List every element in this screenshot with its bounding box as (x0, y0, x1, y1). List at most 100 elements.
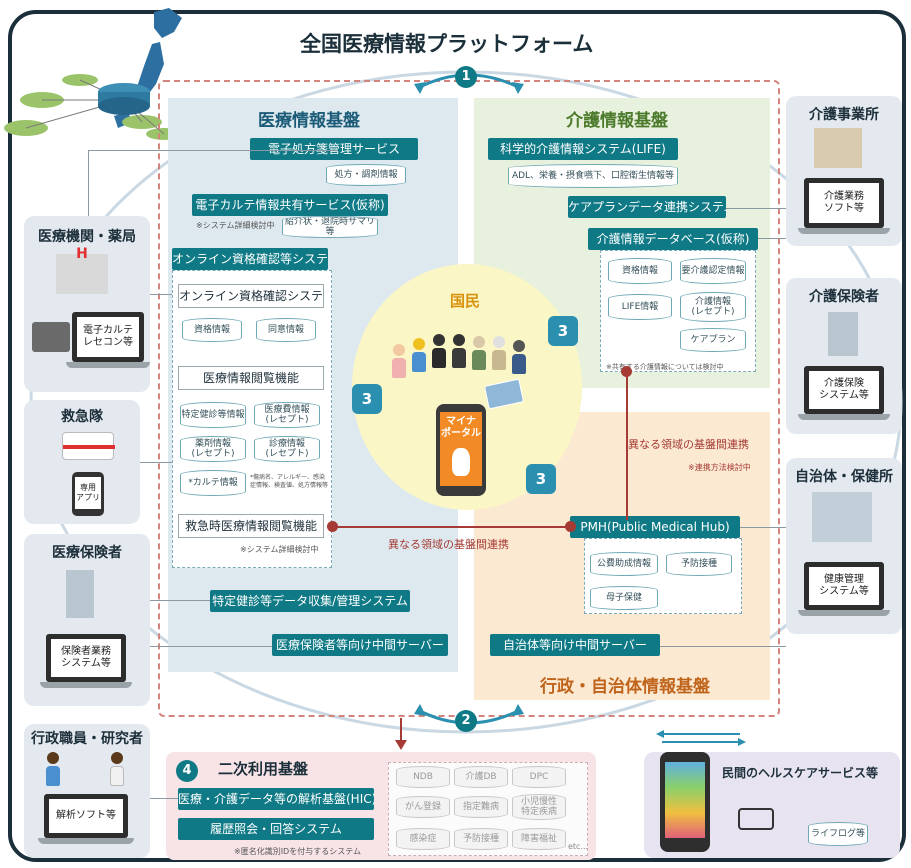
pmh-bar: PMH(Public Medical Hub) (570, 516, 740, 538)
drug-info-db: 薬剤情報 (レセプト) (180, 436, 246, 462)
cross-link-label: 異なる領域の基盤間連携 (388, 538, 509, 551)
connector-local-server (660, 646, 786, 647)
local-gov-title: 自治体・保健所 (795, 469, 893, 485)
admin-link-label: 異なる領域の基盤間連携 (628, 438, 749, 451)
admin-panel-title: 行政・自治体情報基盤 (540, 677, 710, 697)
emergency-note: ※システム詳細検討中 (240, 545, 319, 554)
local-gov-laptop: 健康管理 システム等 (804, 562, 884, 610)
laptop-base (798, 228, 890, 234)
care-insurer-screen-label: 介護保険 システム等 (809, 371, 879, 409)
analysis-screen-label: 解析ソフト等 (49, 799, 123, 833)
private-link-arrows (656, 730, 746, 746)
researcher-person-icon (110, 752, 124, 786)
intractable-disease-db: 指定難病 (454, 796, 508, 818)
disability-welfare-db: 障害福祉 (512, 828, 566, 850)
private-service-title: 民間のヘルスケアサービス等 (722, 766, 879, 780)
care-receipt-db: 介護情報 (レセプト) (680, 292, 746, 322)
research-title: 行政職員・研究者 (31, 731, 143, 747)
vaccination-db: 予防接種 (666, 552, 732, 576)
hospital-title: 医療機関・薬局 (38, 229, 136, 245)
step-4-badge: 4 (176, 760, 198, 782)
cross-link-dot-left (327, 521, 338, 532)
care-office-building-icon (814, 128, 862, 168)
checkup-collection-bar: 特定健診等データ収集/管理システム (210, 590, 410, 612)
care-office-screen-label: 介護業務 ソフト等 (809, 183, 879, 223)
hic-bar: 医療・介護データ等の解析基盤(HIC) (178, 788, 374, 810)
dedicated-app-label: 専用 アプリ (75, 477, 101, 509)
connector-care-db (758, 238, 786, 239)
person-icon (452, 334, 466, 368)
life-db: ADL、栄養・摂食嚥下、口腔衛生情報等 (508, 164, 678, 188)
care-office-laptop: 介護業務 ソフト等 (804, 178, 884, 228)
person-icon (512, 340, 526, 374)
qualification-info-db: 資格情報 (182, 318, 242, 342)
care-insurer-title: 介護保険者 (809, 289, 879, 305)
laptop-base (66, 362, 150, 368)
platform-frame (8, 10, 906, 862)
wearable-icon (738, 808, 774, 830)
prescription-db: 処方・調剤情報 (326, 164, 406, 186)
connector-care-office (726, 208, 786, 209)
medical-cost-db: 医療費情報 (レセプト) (254, 402, 320, 428)
checkup-info-db: 特定健診等情報 (180, 402, 246, 428)
online-qualification-system: オンライン資格確認システム (178, 284, 324, 308)
care-db: 介護DB (454, 766, 508, 788)
public-subsidy-db: 公費助成情報 (590, 552, 658, 576)
history-bar: 履歴照会・回答システム (178, 818, 374, 840)
connector-ambulance (140, 462, 172, 463)
insurer-building-icon (66, 570, 94, 618)
connector-insurer-checkup (150, 600, 210, 601)
care-insurer-laptop: 介護保険 システム等 (804, 366, 884, 414)
laptop-base (798, 414, 890, 420)
down-arrow-head (395, 740, 407, 750)
connector-research (150, 798, 178, 799)
careplan-db: ケアプラン (680, 328, 746, 352)
medical-panel-title: 医療情報基盤 (258, 111, 360, 131)
dedicated-app-phone: 専用 アプリ (72, 472, 104, 516)
person-icon (472, 336, 486, 370)
person-icon (432, 334, 446, 368)
admin-link-note: ※連携方法検討中 (688, 463, 751, 472)
infectious-disease-db: 感染症 (396, 828, 450, 850)
register-icon (32, 322, 70, 352)
japan-network-map (4, 8, 182, 140)
smartphone-icon: マイナ ポータル (436, 404, 486, 496)
laptop-base (38, 838, 134, 844)
hospital-sign: H (76, 246, 88, 262)
analysis-laptop: 解析ソフト等 (44, 794, 128, 838)
connector-insurer-server (150, 646, 272, 647)
official-person-icon (46, 752, 60, 786)
life-info-db: LIFE情報 (608, 294, 672, 320)
ndb-db: NDB (396, 766, 450, 788)
e-karte-note: ※システム詳細検討中 (196, 221, 275, 230)
secondary-note: ※匿名化識別IDを付与するシステム (234, 847, 361, 856)
vaccination-secondary-db: 予防接種 (454, 828, 508, 850)
online-qualification-bar: オンライン資格確認等システム (172, 248, 328, 270)
karte-info-db: *カルテ情報 (180, 470, 246, 496)
e-karte-bar: 電子カルテ情報共有サービス(仮称) (192, 194, 388, 216)
page-title: 全国医療情報プラットフォーム (300, 32, 594, 56)
connector-top-left (88, 150, 338, 151)
insurer-server-bar: 医療保険者等向け中間サーバー (272, 634, 448, 656)
step-3-badge-top: 3 (548, 316, 578, 346)
secondary-etc: etc... (568, 842, 589, 851)
laptop-base (798, 610, 890, 616)
insurer-screen-label: 保険者業務 システム等 (51, 639, 121, 677)
private-smartphone-icon (660, 752, 710, 852)
cross-link-line (332, 526, 570, 528)
vertical-link-line (626, 374, 628, 520)
citizens-illustration (392, 330, 542, 380)
rabbit-mascot-icon (452, 448, 470, 476)
life-system-bar: 科学的介護情報システム(LIFE) (488, 138, 678, 160)
care-panel-title: 介護情報基盤 (566, 111, 668, 131)
care-qualification-db: 資格情報 (608, 258, 672, 284)
ekarte-laptop: 電子カルテ レセコン等 (72, 312, 144, 362)
clinical-info-db: 診療情報 (レセプト) (254, 436, 320, 462)
person-icon (492, 336, 506, 370)
care-office-title: 介護事業所 (809, 107, 879, 123)
careplan-bar: ケアプランデータ連携システム (568, 196, 726, 218)
care-certification-db: 要介護認定情報 (680, 258, 746, 284)
emergency-viewer: 救急時医療情報閲覧機能 (178, 514, 324, 538)
care-database-note: ※共有する介護情報については検討中 (606, 363, 724, 371)
ekarte-screen-label: 電子カルテ レセコン等 (77, 317, 139, 357)
